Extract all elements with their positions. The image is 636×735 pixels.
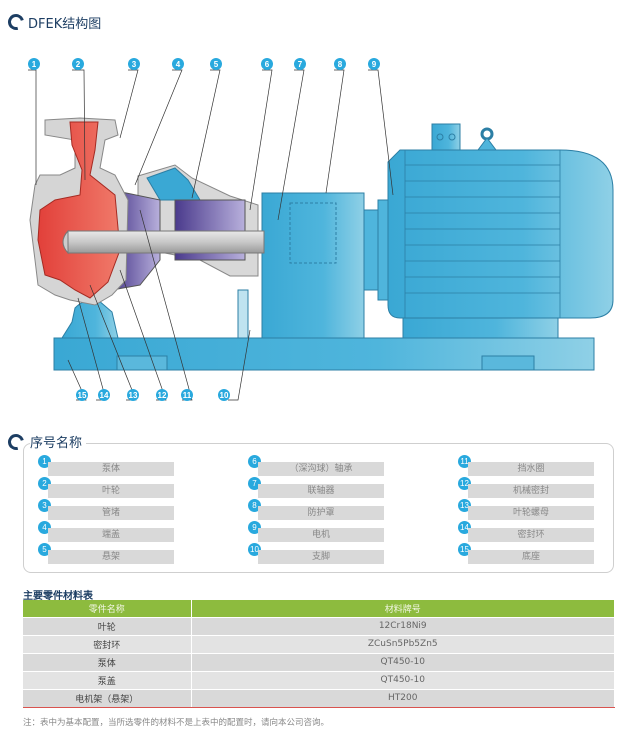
material-cell: QT450-10 [191,652,615,671]
table-row: 电机架（悬架）HT200 [23,688,615,708]
label-badges-bottom: 15 14 13 12 11 10 [76,389,230,401]
number-badge: 10 [248,543,261,556]
number-badge: 4 [38,521,51,534]
diagram-label-3: 3 [132,60,137,69]
diagram-label-13: 13 [129,391,138,400]
diagram-label-8: 8 [338,60,343,69]
material-cell: HT200 [191,688,615,708]
sequence-header: 序号名称 [5,430,87,453]
column-header-material: 材料牌号 [191,600,615,617]
part-name: 机械密封 [468,484,594,498]
material-cell: QT450-10 [191,670,615,689]
diagram-label-11: 11 [183,391,192,400]
number-badge: 14 [458,521,471,534]
diagram-label-12: 12 [158,391,167,400]
diagram-label-6: 6 [265,60,270,69]
shaft [67,230,265,254]
materials-note: 注：表中为基本配置，当所选零件的材料不是上表中的配置时，请向本公司咨询。 [23,718,330,728]
diagram-label-7: 7 [298,60,303,69]
part-cell: 叶轮 [23,616,192,635]
number-badge: 9 [248,521,261,534]
part-name: 叶轮螺母 [468,506,594,520]
table-header-row: 零件名称 材料牌号 [23,600,615,617]
part-cell: 泵体 [23,652,192,671]
pump-structure-diagram: 1 2 3 4 5 6 7 8 9 15 14 13 12 11 10 [28,58,614,401]
number-badge: 12 [458,477,471,490]
motor-body [387,149,614,319]
page-title: DFEK结构图 [28,16,102,32]
part-name: 联轴器 [258,484,384,498]
diagram-label-10: 10 [220,391,229,400]
part-name: 挡水圈 [468,462,594,476]
material-cell: 12Cr18Ni9 [191,616,615,635]
diagram-label-5: 5 [214,60,219,69]
part-name: 端盖 [48,528,174,542]
part-name: （深沟球）轴承 [258,462,384,476]
number-badge: 13 [458,499,471,512]
part-name: 管堵 [48,506,174,520]
label-badges-top: 1 2 3 4 5 6 7 8 9 [28,58,380,70]
diagram-label-9: 9 [372,60,377,69]
sequence-panel [23,443,614,573]
part-name: 叶轮 [48,484,174,498]
part-cell: 密封环 [23,634,192,653]
diagram-label-1: 1 [32,60,37,69]
number-badge: 5 [38,543,51,556]
part-name: 底座 [468,550,594,564]
sequence-title: 序号名称 [30,432,87,451]
number-badge: 3 [38,499,51,512]
part-name: 电机 [258,528,384,542]
diagram-label-2: 2 [76,60,81,69]
materials-title: 主要零件材料表 [23,591,93,602]
part-name: 密封环 [468,528,594,542]
part-name: 防护罩 [258,506,384,520]
number-badge: 15 [458,543,471,556]
part-cell: 泵盖 [23,670,192,689]
material-cell: ZCuSn5Pb5Zn5 [191,634,615,653]
column-header-part: 零件名称 [23,600,192,617]
diagram-label-14: 14 [100,391,109,400]
impeller [37,121,121,299]
part-cell: 电机架（悬架） [23,688,192,708]
number-badge: 7 [248,477,261,490]
ring-icon [5,430,27,453]
ring-icon [5,11,27,33]
number-badge: 6 [248,455,261,468]
diagram-label-4: 4 [176,60,181,69]
part-name: 支脚 [258,550,384,564]
number-badge: 8 [248,499,261,512]
page-header: DFEK结构图 [5,11,102,33]
number-badge: 2 [38,477,51,490]
part-name: 悬架 [48,550,174,564]
number-badge: 1 [38,455,51,468]
part-name: 泵体 [48,462,174,476]
pump-pedestal [61,299,119,339]
diagram-label-15: 15 [78,391,87,400]
coupling-guard [261,192,365,339]
number-badge: 11 [458,455,471,468]
